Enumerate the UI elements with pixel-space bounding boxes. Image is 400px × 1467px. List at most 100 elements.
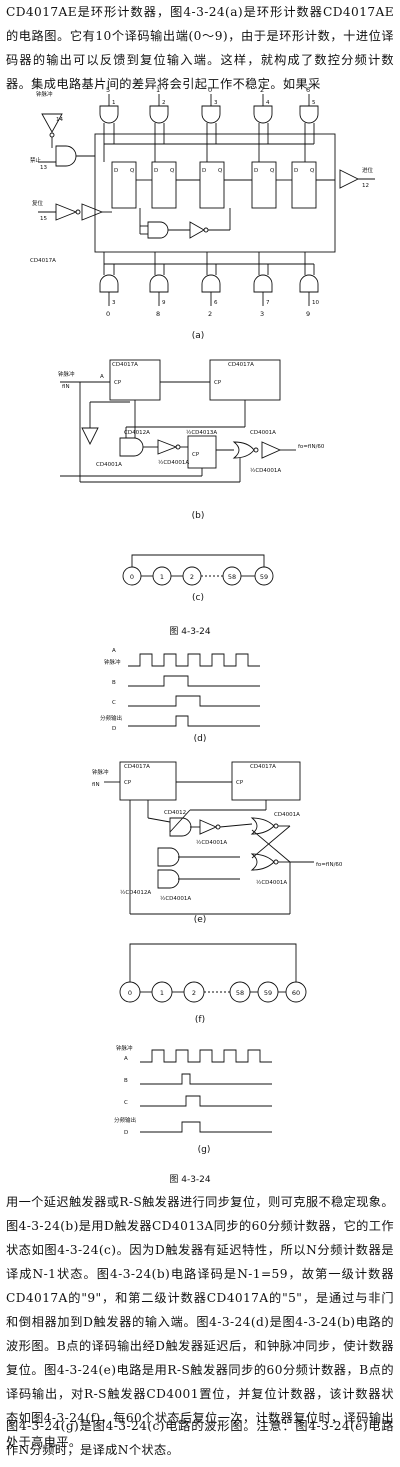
fig-d-label-d: D — [112, 726, 116, 732]
fig-b-caption: (b) — [192, 511, 205, 521]
fig-b-dff: CP — [192, 452, 200, 458]
fig-e-gate-0: CD4012 — [164, 810, 186, 816]
fig-a-caption: (a) — [192, 331, 205, 341]
svg-text:Q: Q — [270, 168, 275, 174]
fig-a-bot-out-2: 2 — [208, 310, 212, 318]
fig-b-gate-5: ½CD4001A — [250, 467, 281, 474]
fig-a-top-pin-1: 2 — [162, 100, 166, 106]
fig-a-top-out-4: 6 — [306, 86, 310, 94]
fig-e-cp2: CP — [236, 780, 244, 786]
fig-title-2-text: 图 4-3-24 — [169, 1174, 211, 1185]
fig-f-label-1: 1 — [160, 989, 164, 997]
fig-a-reset-pin: 15 — [40, 216, 47, 222]
figure-title-1: 图 4-3-24 — [169, 626, 211, 637]
fig-a-top-out-2: 0 — [208, 86, 212, 94]
fig-d-label-c: C — [112, 700, 116, 706]
figure-b-60-divider: CD4017A CD4017A CP CP CP 钟脉冲 fIN A CD401… — [58, 359, 325, 521]
fig-g-wave-a — [140, 1049, 272, 1063]
fig-c-label-0: 0 — [130, 573, 134, 581]
fig-d-clock: 钟脉冲 — [104, 658, 121, 666]
fig-b-fin: fIN — [62, 384, 70, 390]
fig-c-label-2: 2 — [190, 573, 194, 581]
fig-e-clock-label: 钟脉冲 — [92, 768, 109, 776]
fig-a-top-out-1: 1 — [156, 86, 160, 94]
fig-d-wave-c — [128, 695, 260, 707]
fig-b-output: fo=fIN/60 — [298, 444, 325, 450]
fig-title-1-text: 图 4-3-24 — [169, 626, 211, 637]
svg-text:D: D — [202, 168, 206, 174]
fig-b-gate-0: CD4012A — [124, 430, 150, 436]
fig-a-bot-out-3: 3 — [260, 310, 264, 318]
fig-e-cp1: CP — [124, 780, 132, 786]
fig-c-caption: (c) — [192, 593, 204, 603]
fig-b-chip2-label: CD4017A — [228, 362, 254, 368]
fig-f-label-4: 59 — [264, 989, 272, 997]
fig-a-bot-pin-1: 9 — [162, 300, 166, 306]
svg-text:D: D — [294, 168, 298, 174]
fig-a-bot-out-0: 0 — [106, 310, 110, 318]
fig-d-div: 分频输出 — [100, 714, 122, 722]
svg-text:D: D — [254, 168, 258, 174]
fig-a-enable-label: 禁止 — [30, 156, 42, 164]
fig-d-wave-b — [128, 675, 260, 687]
fig-c-label-3: 58 — [228, 573, 236, 581]
fig-e-gate-2: CD4001A — [274, 812, 300, 818]
fig-a-top-pin-4: 5 — [312, 100, 316, 106]
fig-e-caption: (e) — [194, 915, 207, 925]
fig-g-caption: (g) — [198, 1145, 211, 1155]
fig-g-clock: 钟脉冲 — [116, 1044, 133, 1052]
fig-a-bot-pin-0: 3 — [112, 300, 116, 306]
fig-b-cp1: CP — [114, 380, 122, 386]
fig-a-carry-pin: 12 — [362, 183, 369, 189]
fig-a-clock-label: 钟脉冲 — [36, 90, 53, 98]
fig-e-gate-4: ½CD4001A — [160, 895, 191, 902]
fig-f-label-2: 2 — [192, 989, 196, 997]
fig-g-label-a: A — [124, 1056, 128, 1062]
fig-a-bot-pin-2: 6 — [214, 300, 218, 306]
closing-paragraph: 图4-3-24(g)是图4-3-24(c)电路的波形图。注意：图4-3-24(e… — [6, 1419, 394, 1457]
fig-b-gate-3: ½CD4001A — [158, 459, 189, 466]
fig-g-label-b: B — [124, 1078, 128, 1084]
fig-g-wave-d — [140, 1121, 272, 1133]
fig-d-label-a: A — [112, 648, 116, 654]
fig-f-caption: (f) — [195, 1015, 205, 1025]
figure-c-state-diagram: 0 1 2 58 59 (c) — [122, 554, 274, 603]
fig-a-top-pin-0: 1 — [112, 100, 116, 106]
fig-d-wave-a — [128, 653, 260, 667]
fig-d-wave-d — [128, 715, 260, 727]
svg-text:Q: Q — [170, 168, 175, 174]
fig-g-div: 分频输出 — [114, 1116, 136, 1124]
fig-a-top-pin-3: 4 — [266, 100, 270, 106]
fig-a-bot-pin-3: 7 — [266, 300, 270, 306]
figure-e-rs-divider: CD4017A CD4017A CP CP 钟脉冲 fIN CD4012 ½CD… — [92, 761, 343, 925]
fig-g-label-c: C — [124, 1100, 128, 1106]
fig-a-bot-out-1: 8 — [156, 310, 160, 318]
figure-g-waveforms: 钟脉冲 A B C 分频输出 D (g) — [114, 1044, 272, 1155]
fig-a-clock-pin: 14 — [56, 117, 63, 123]
fig-b-clock-label: 钟脉冲 — [58, 370, 75, 378]
fig-a-bot-out-4: 9 — [306, 310, 310, 318]
svg-text:Q: Q — [310, 168, 315, 174]
svg-text:D: D — [154, 168, 158, 174]
figure-title-2: 图 4-3-24 — [169, 1174, 211, 1185]
svg-text:D: D — [114, 168, 118, 174]
body-paragraph: 用一个延迟触发器或R-S触发器进行同步复位，则可克服不稳定现象。图4-3-24(… — [6, 1195, 394, 1449]
figure-f-state-diagram: 0 1 2 58 59 60 (f) — [119, 943, 307, 1025]
fig-b-point-a: A — [100, 374, 104, 380]
fig-a-top-out-3: 2 — [260, 86, 264, 94]
fig-b-gate-2: ½CD4013A — [186, 429, 217, 436]
fig-d-label-b: B — [112, 680, 116, 686]
fig-e-gate-1: ½CD4001A — [196, 839, 227, 846]
fig-g-wave-b — [140, 1073, 272, 1085]
fig-a-reset-label: 复位 — [32, 199, 44, 207]
figure-d-waveforms: A 钟脉冲 B C 分频输出 D (d) — [100, 648, 260, 744]
fig-a-carry-label: 进位 — [362, 166, 374, 174]
fig-f-label-5: 60 — [292, 989, 300, 997]
fig-c-label-1: 1 — [160, 573, 164, 581]
fig-e-gate-3: ½CD4012A — [120, 889, 151, 896]
fig-a-chip-label: CD4017A — [30, 258, 56, 264]
fig-e-fin: fIN — [92, 782, 100, 788]
svg-text:Q: Q — [218, 168, 223, 174]
fig-d-caption: (d) — [194, 734, 207, 744]
